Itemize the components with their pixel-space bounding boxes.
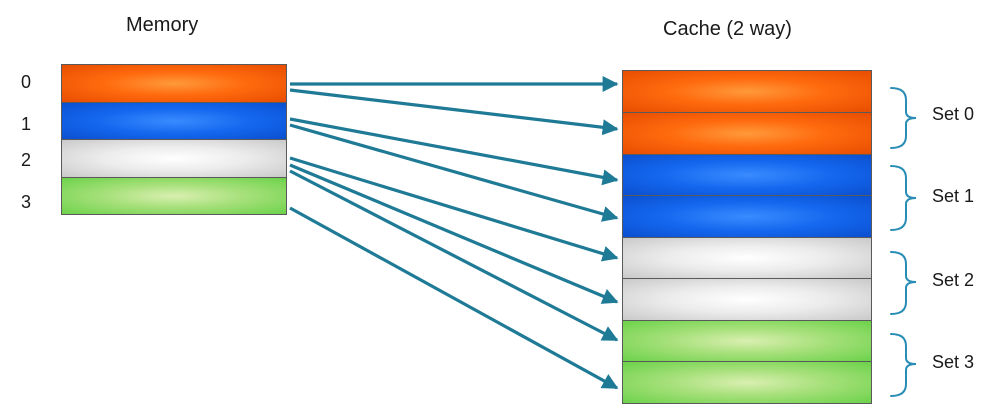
brace-set-1 bbox=[890, 165, 917, 231]
brace-set-3 bbox=[890, 333, 917, 397]
cache-line-set2-way1 bbox=[622, 278, 872, 321]
arrow-mem1-to-set1-way1 bbox=[289, 123, 619, 222]
memory-index-3: 3 bbox=[20, 192, 31, 212]
set-label-3: Set 3 bbox=[932, 352, 975, 372]
arrow-mem2-to-set3-way0 bbox=[289, 169, 619, 342]
memory-block-3 bbox=[61, 177, 287, 215]
arrow-mem0-to-set0-way1 bbox=[289, 88, 619, 136]
memory-block-2 bbox=[61, 139, 287, 178]
set-label-0: Set 0 bbox=[932, 104, 975, 124]
memory-title: Memory bbox=[126, 14, 199, 36]
brace-set-2 bbox=[890, 251, 917, 315]
cache-line-set0-way0 bbox=[622, 70, 872, 113]
cache-line-set3-way1 bbox=[622, 361, 872, 404]
memory-index-1: 1 bbox=[20, 114, 31, 134]
brace-set-0 bbox=[890, 87, 917, 149]
cache-line-set1-way0 bbox=[622, 154, 872, 196]
cache-line-set3-way0 bbox=[622, 320, 872, 362]
memory-index-0: 0 bbox=[20, 72, 31, 92]
memory-index-2: 2 bbox=[20, 150, 31, 170]
set-label-2: Set 2 bbox=[932, 270, 975, 290]
arrow-mem1-to-set1-way0 bbox=[289, 117, 619, 186]
set-label-1: Set 1 bbox=[932, 186, 975, 206]
arrow-mem3-to-set3-way1 bbox=[289, 206, 619, 390]
cache-title: Cache (2 way) bbox=[663, 18, 792, 40]
arrow-mem2-to-set2-way0 bbox=[289, 156, 619, 262]
arrow-mem2-to-set2-way1 bbox=[289, 163, 619, 304]
